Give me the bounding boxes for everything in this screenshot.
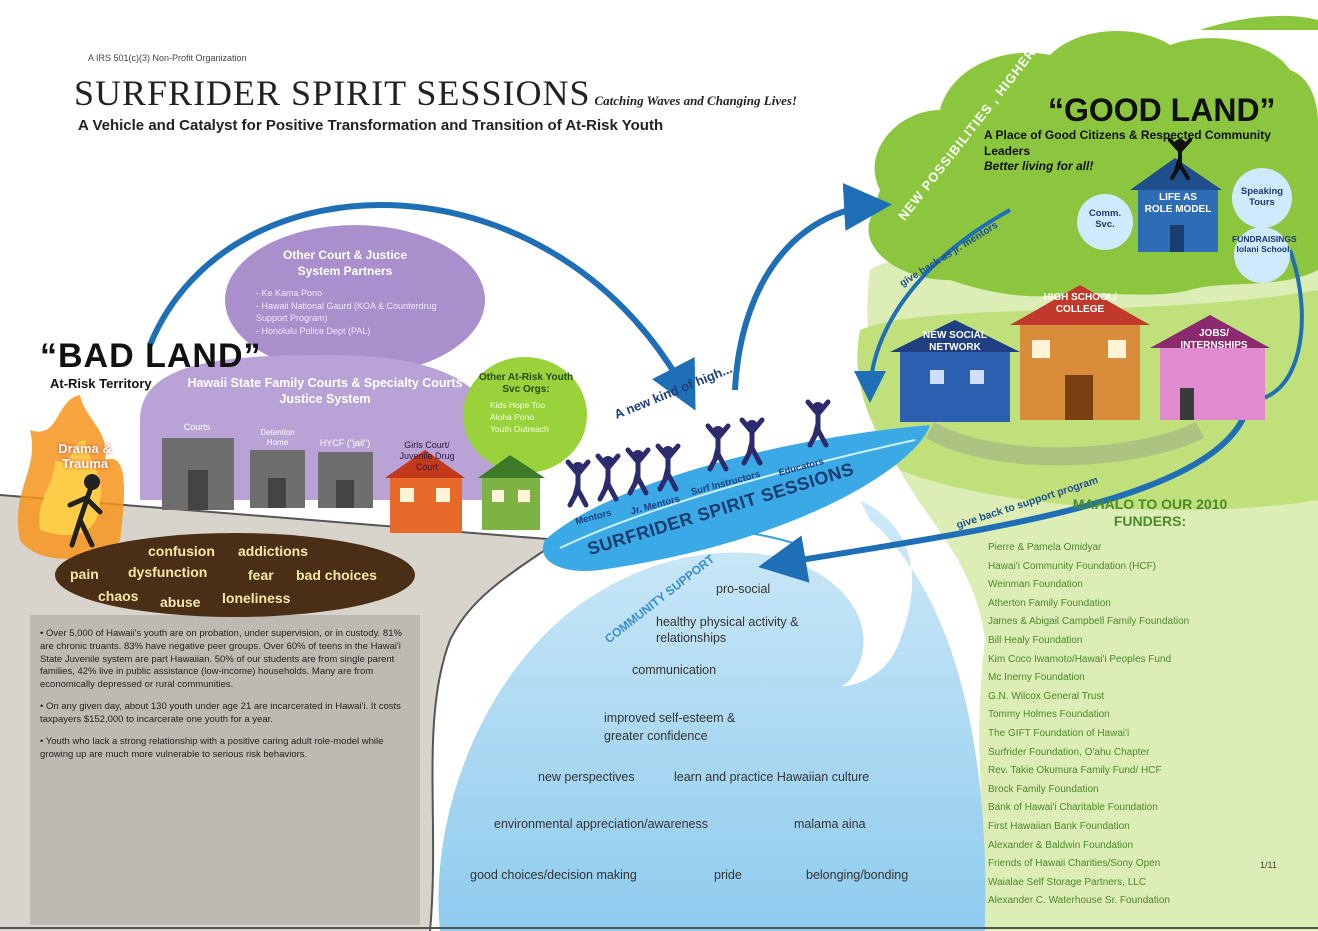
- funder-item: Tommy Holmes Foundation: [988, 709, 1110, 721]
- funder-item: Hawai'i Community Foundation (HCF): [988, 560, 1157, 572]
- court-partners-list: - Ke Kama Pono - Hawaii National Gaurd (…: [256, 287, 446, 337]
- word-fear: fear: [248, 567, 274, 583]
- funder-item: Atherton Family Foundation: [988, 597, 1111, 609]
- stat-paragraph: • On any given day, about 130 youth unde…: [40, 701, 401, 725]
- funder-item: Waialae Self Storage Partners, LLC: [988, 876, 1147, 888]
- funder-item: First Hawaiian Bank Foundation: [988, 820, 1130, 832]
- title-text: SURFRIDER SPIRIT SESSIONS: [74, 73, 591, 113]
- good-land-houses: [890, 138, 1270, 422]
- funder-item: Mc Inerny Foundation: [988, 672, 1085, 684]
- benefit-item: pride: [714, 868, 742, 882]
- youth-orgs-list: Kids Hope Too Aloha Pono Youth Outreach: [490, 400, 570, 436]
- youth-orgs-title: Other At-Risk Youth Svc Orgs:: [478, 372, 574, 395]
- good-land-title: “GOOD LAND”: [1048, 92, 1276, 128]
- arrow-good-loop: [854, 208, 1011, 403]
- funder-item: Surfrider Foundation, O'ahu Chapter: [988, 746, 1150, 758]
- word-chaos: chaos: [98, 588, 139, 604]
- benefit-item: learn and practice Hawaiian culture: [674, 770, 870, 784]
- stat-paragraph: • Over 5,000 of Hawaii's youth are on pr…: [40, 628, 402, 691]
- word-addictions: addictions: [238, 543, 309, 559]
- word-confusion: confusion: [148, 543, 215, 559]
- building-label-detention: Detention Home: [260, 428, 295, 447]
- youth-org-item: Kids Hope Too: [490, 400, 546, 410]
- jumping-figures: [565, 399, 831, 508]
- girls-court-label: Girls Court/ Juvenile Drug Court: [399, 440, 455, 472]
- funder-item: James & Abigail Campbell Family Foundati…: [988, 616, 1190, 628]
- benefit-item: communication: [632, 663, 717, 677]
- house-role-model: LIFE AS ROLE MODEL: [1144, 192, 1212, 215]
- stats-box: • Over 5,000 of Hawaii's youth are on pr…: [40, 628, 410, 770]
- surfboard-banner: [542, 425, 930, 571]
- youth-org-item: Aloha Pono: [490, 411, 534, 422]
- funder-item: Bank of Hawai'i Charitable Foundation: [988, 802, 1158, 814]
- benefit-item: improved self-esteem & greater confidenc…: [604, 711, 736, 743]
- court-partner-item: - Hawaii National Gaurd (KOA & Counterdr…: [256, 300, 437, 324]
- circle-speaking-tours: Speaking Tours: [1240, 186, 1284, 209]
- court-partners-bubble: [225, 225, 485, 375]
- house-jobs: JOBS/ INTERNSHIPS: [1180, 328, 1248, 351]
- family-courts-title: Hawaii State Family Courts & Specialty C…: [187, 376, 463, 407]
- building-label-hycf: HYCF ("jail"): [319, 438, 371, 448]
- court-partner-item: - Ke Kama Pono: [256, 288, 323, 298]
- funder-item: Weinman Foundation: [988, 579, 1083, 591]
- benefit-item: good choices/decision making: [470, 868, 637, 882]
- word-bad-choices: bad choices: [296, 567, 377, 583]
- funder-item: Pierre & Pamela Omidyar: [988, 542, 1102, 553]
- arrow-bad-to-sessions: [147, 202, 696, 411]
- funder-item: Alexander & Baldwin Foundation: [988, 839, 1134, 851]
- funders-title: MAHALO TO OUR 2010 FUNDERS:: [1072, 496, 1228, 529]
- arrow-good-to-community: [758, 394, 1253, 583]
- funder-item: Brock Family Foundation: [988, 783, 1099, 795]
- court-partner-item: - Honolulu Police Dept (PAL): [256, 325, 371, 336]
- benefit-item: environmental appreciation/awareness: [494, 817, 709, 831]
- better-living-text: Better living for all!: [984, 159, 1094, 174]
- circle-comm-svc: Comm. Svc.: [1088, 208, 1122, 231]
- arrow-sessions-to-good: [732, 183, 892, 391]
- wave: [438, 500, 986, 931]
- youth-orgs-bubble: [463, 357, 587, 473]
- bad-land-subtitle: At-Risk Territory: [50, 376, 152, 391]
- funder-item: G.N. Wilcox General Trust: [988, 690, 1105, 702]
- word-loneliness: loneliness: [222, 590, 291, 606]
- house-social-network: NEW SOCIAL NETWORK: [923, 330, 987, 353]
- funder-item: Bill Healy Foundation: [988, 634, 1083, 646]
- youth-org-item: Youth Outreach: [490, 423, 549, 434]
- funder-item: Friends of Hawaii Charities/Sony Open: [988, 858, 1161, 870]
- benefit-item: new perspectives: [538, 770, 635, 784]
- good-land-desc-text: A Place of Good Citizens & Respected Com…: [984, 128, 1271, 158]
- word-abuse: abuse: [160, 594, 201, 610]
- benefit-item: pro-social: [716, 582, 771, 596]
- page-subtitle: A Vehicle and Catalyst for Positive Tran…: [78, 117, 664, 134]
- benefit-item: malama aina: [794, 817, 866, 831]
- benefit-item: healthy physical activity & relationship…: [656, 615, 799, 646]
- benefit-item: belonging/bonding: [806, 868, 909, 882]
- funder-item: Kim Coco Iwamoto/Hawai'i Peoples Fund: [988, 653, 1172, 665]
- good-land-description: A Place of Good Citizens & Respected Com…: [984, 128, 1284, 175]
- funder-item: Rev. Takie Okumura Family Fund/ HCF: [988, 765, 1162, 777]
- building-label-courts: Courts: [183, 422, 211, 432]
- court-partners-title: Other Court & Justice System Partners: [282, 248, 408, 278]
- funder-item: The GIFT Foundation of Hawai'i: [988, 727, 1130, 739]
- bad-land-title: “BAD LAND”: [40, 337, 262, 375]
- circle-fundraising: FUNDRAISINGS Iolani School: [1232, 234, 1297, 255]
- stat-paragraph: • Youth who lack a strong relationship w…: [40, 735, 384, 760]
- word-pain: pain: [70, 566, 99, 582]
- drama-trauma-label: Drama & Trauma: [58, 441, 112, 471]
- word-dysfunction: dysfunction: [128, 564, 208, 580]
- page-number: 1/11: [1260, 860, 1277, 870]
- org-tag: A IRS 501(c)(3) Non-Profit Organization: [88, 53, 247, 63]
- funder-item: Alexander C. Waterhouse Sr. Foundation: [988, 895, 1170, 907]
- house-high-school: HIGH SCHOOL/ COLLEGE: [1043, 292, 1117, 315]
- funders-list: Pierre & Pamela Omidyar Hawai'i Communit…: [988, 539, 1189, 911]
- negative-words-bubble: [55, 533, 415, 617]
- tagline: Catching Waves and Changing Lives!: [594, 93, 797, 108]
